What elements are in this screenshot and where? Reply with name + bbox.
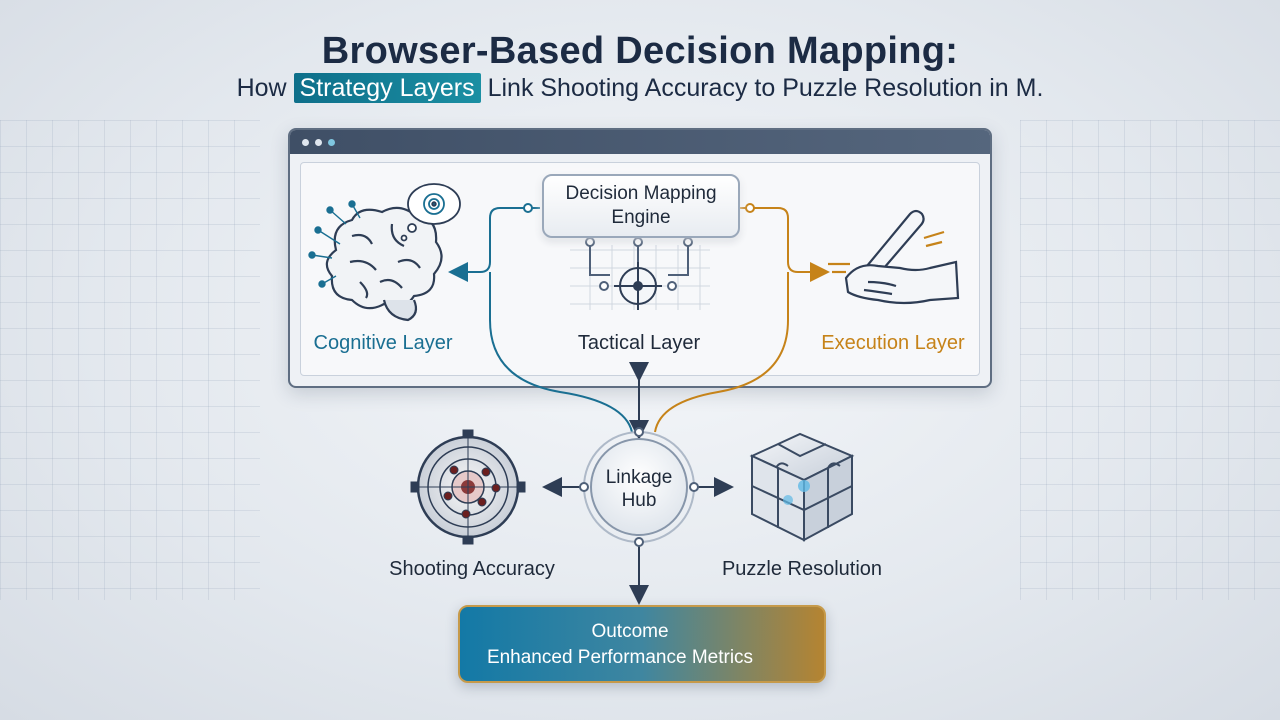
- window-dot: [315, 139, 322, 146]
- brain-icon: [325, 206, 443, 322]
- engine-connectors: [585, 236, 693, 291]
- tactical-layer-label: Tactical Layer: [577, 332, 701, 354]
- hub-label-line1: Linkage: [605, 467, 673, 488]
- engine-label-line2: Engine: [611, 207, 671, 228]
- outcome-title: Outcome: [591, 621, 669, 642]
- subtitle-suffix: Link Shooting Accuracy to Puzzle Resolut…: [487, 74, 1044, 102]
- window-dot: [302, 139, 309, 146]
- background-grid-left: [0, 120, 260, 600]
- hand-pen-icon: [828, 209, 960, 305]
- page-title: Browser-Based Decision Mapping:: [321, 30, 959, 72]
- subtitle-prefix: How: [236, 74, 287, 102]
- outcome-text: Enhanced Performance Metrics: [486, 647, 754, 668]
- background-grid-right: [1020, 120, 1280, 600]
- linkage-hub: [579, 427, 699, 547]
- cognitive-layer-label: Cognitive Layer: [313, 332, 453, 354]
- execution-layer-label: Execution Layer: [821, 332, 965, 354]
- decision-mapping-engine: Decision Mapping Engine: [542, 174, 740, 238]
- hub-label-line2: Hub: [621, 490, 657, 511]
- subtitle-highlight: Strategy Layers: [293, 73, 481, 103]
- window-dot: [328, 139, 335, 146]
- target-thought-icon: [400, 183, 461, 242]
- cognitive-connector: [448, 203, 633, 433]
- outcome-box: Outcome Enhanced Performance Metrics: [458, 605, 826, 683]
- engine-label-line1: Decision Mapping: [565, 183, 717, 204]
- shooting-accuracy-label: Shooting Accuracy: [389, 558, 555, 580]
- browser-title-bar: [290, 130, 990, 154]
- linkage-hub-label: Linkage Hub: [594, 466, 684, 512]
- puzzle-resolution-label: Puzzle Resolution: [721, 558, 883, 580]
- network-nodes: [308, 200, 361, 288]
- page-subtitle: How Strategy Layers Link Shooting Accura…: [0, 73, 1280, 103]
- execution-connector: [654, 203, 830, 433]
- crosshair-icon: [614, 262, 662, 310]
- puzzle-cube-icon: [749, 432, 855, 542]
- shooting-target-icon: [410, 429, 526, 545]
